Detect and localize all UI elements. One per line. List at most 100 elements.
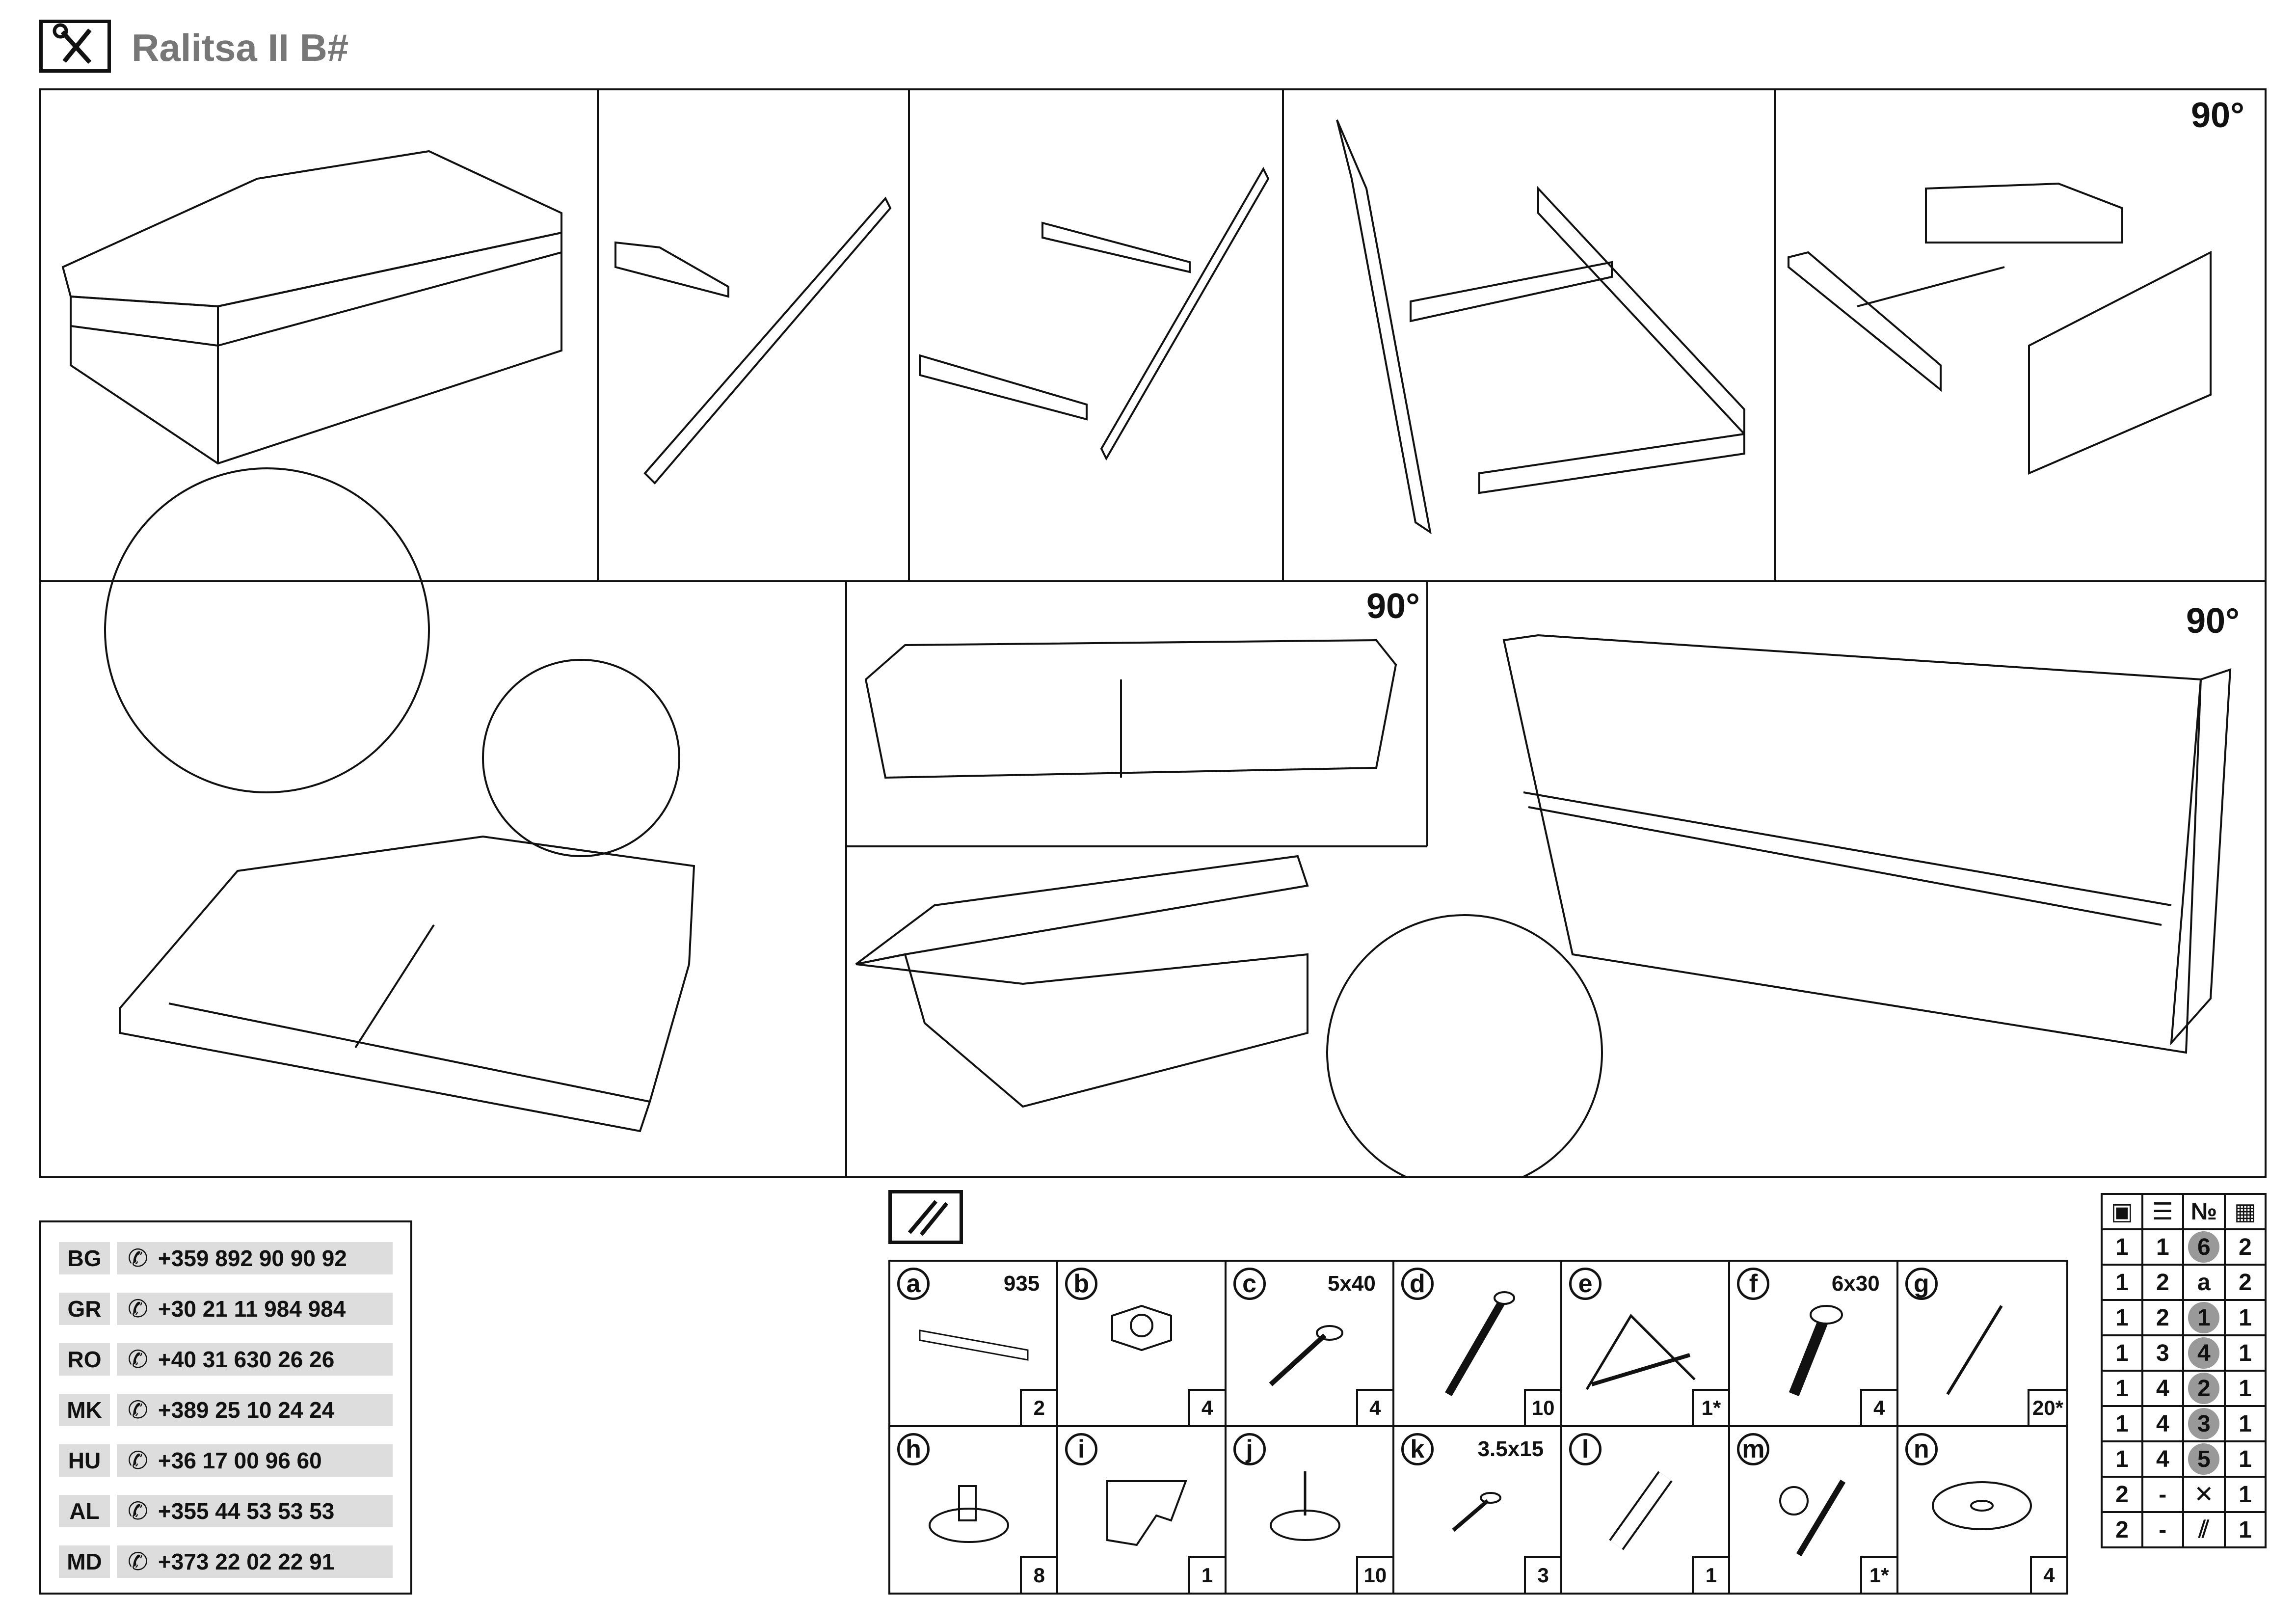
phone-number: +355 44 53 53 53 bbox=[158, 1498, 335, 1524]
part-f: f 6x30 4 bbox=[1730, 1262, 1898, 1427]
country-code: GR bbox=[59, 1293, 110, 1325]
part-g: g 20* bbox=[1898, 1262, 2066, 1427]
dowel-icon bbox=[1609, 1471, 1673, 1550]
country-code: BG bbox=[59, 1242, 110, 1274]
rotate-90-label: 90° bbox=[2186, 601, 2240, 641]
step-9-panels bbox=[1502, 634, 2232, 1054]
package-box: 3 bbox=[2141, 1334, 2184, 1372]
step-2-panels bbox=[614, 196, 892, 485]
package-box: 2 bbox=[2141, 1264, 2184, 1301]
hardware-icon bbox=[888, 1190, 963, 1244]
package-item: 6 bbox=[2182, 1228, 2226, 1266]
part-letter: n bbox=[1905, 1433, 1938, 1465]
step-6-frame bbox=[104, 467, 695, 1133]
part-quantity: 1 bbox=[1188, 1556, 1225, 1593]
parts-list: a 935 2 b 4 c 5x40 4 d 10 e 1* f 6x30 4 … bbox=[888, 1260, 2068, 1595]
step-7-lid bbox=[864, 639, 1397, 779]
package-number: 1 bbox=[2101, 1440, 2143, 1478]
package-row: 2 - ✕ 1 bbox=[2101, 1476, 2267, 1513]
part-quantity: 1 bbox=[1692, 1556, 1729, 1593]
panel-number: 6 bbox=[2188, 1231, 2220, 1263]
count-icon: ▦ bbox=[2224, 1193, 2267, 1230]
contacts-table: BG ✆+359 892 90 90 92 GR ✆+30 21 11 984 … bbox=[39, 1220, 412, 1595]
tools-icon: ✕ bbox=[2182, 1476, 2226, 1513]
phone-number: +373 22 02 22 91 bbox=[158, 1549, 335, 1574]
part-quantity: 4 bbox=[2029, 1556, 2066, 1593]
package-number: 1 bbox=[2101, 1299, 2143, 1336]
part-quantity: 10 bbox=[1524, 1389, 1561, 1425]
part-quantity: 10 bbox=[1356, 1556, 1392, 1593]
package-box: 4 bbox=[2141, 1370, 2184, 1407]
package-row: 1 4 2 1 bbox=[2101, 1370, 2267, 1407]
small-screw-icon bbox=[1452, 1492, 1501, 1532]
package-row: 1 2 1 1 bbox=[2101, 1299, 2267, 1336]
part-k: k 3.5x15 3 bbox=[1394, 1427, 1563, 1593]
package-number: 2 bbox=[2101, 1511, 2143, 1548]
part-letter: g bbox=[1905, 1268, 1938, 1300]
packages-table: ▣ ☰ № ▦ 1 1 6 2 1 2 a 2 1 2 1 1 1 3 4 1 … bbox=[2101, 1193, 2267, 1548]
package-count: 1 bbox=[2224, 1511, 2267, 1548]
phone-field: ✆+30 21 11 984 984 bbox=[117, 1293, 393, 1325]
confirmat-screw-icon bbox=[1444, 1291, 1515, 1397]
package-item: 1 bbox=[2182, 1299, 2226, 1336]
part-quantity: 4 bbox=[1188, 1389, 1225, 1425]
carriage-bolt-icon bbox=[1789, 1305, 1843, 1397]
package-number: 1 bbox=[2101, 1228, 2143, 1266]
box-icon: ▣ bbox=[2101, 1193, 2143, 1230]
package-count: 1 bbox=[2224, 1405, 2267, 1442]
stack-icon: ☰ bbox=[2141, 1193, 2184, 1230]
country-code: MD bbox=[59, 1545, 110, 1578]
part-letter: c bbox=[1233, 1268, 1266, 1300]
part-quantity: 20* bbox=[2027, 1389, 2066, 1425]
part-size: 3.5x15 bbox=[1477, 1437, 1544, 1461]
package-count: 1 bbox=[2224, 1334, 2267, 1372]
package-box: 4 bbox=[2141, 1405, 2184, 1442]
part-a: a 935 2 bbox=[890, 1262, 1059, 1427]
contact-row: MK ✆+389 25 10 24 24 bbox=[59, 1394, 393, 1426]
panel-number: 3 bbox=[2188, 1408, 2220, 1439]
package-count: 2 bbox=[2224, 1228, 2267, 1266]
package-row: 1 3 4 1 bbox=[2101, 1334, 2267, 1372]
package-item: 2 bbox=[2182, 1370, 2226, 1407]
panel-number: 2 bbox=[2188, 1373, 2220, 1404]
package-row: 1 4 5 1 bbox=[2101, 1440, 2267, 1478]
package-count: 1 bbox=[2224, 1440, 2267, 1478]
phone-icon: ✆ bbox=[128, 1548, 148, 1575]
package-count: 1 bbox=[2224, 1370, 2267, 1407]
part-letter: k bbox=[1401, 1433, 1434, 1465]
part-size: 6x30 bbox=[1831, 1272, 1880, 1296]
part-letter: l bbox=[1569, 1433, 1602, 1465]
hex-nut-icon bbox=[1111, 1304, 1173, 1352]
part-letter: a bbox=[897, 1268, 930, 1300]
contact-row: MD ✆ +373 22 02 22 91 bbox=[59, 1545, 393, 1578]
package-item: 3 bbox=[2182, 1405, 2226, 1442]
corner-bracket-icon bbox=[1106, 1480, 1188, 1546]
phone-icon: ✆ bbox=[128, 1295, 148, 1323]
part-quantity: 4 bbox=[1356, 1389, 1392, 1425]
part-c: c 5x40 4 bbox=[1226, 1262, 1394, 1427]
phone-field: ✆+40 31 630 26 26 bbox=[117, 1343, 393, 1376]
contact-row: HU ✆+36 17 00 96 60 bbox=[59, 1444, 393, 1477]
phone-number: +40 31 630 26 26 bbox=[158, 1347, 335, 1372]
package-row: 1 4 3 1 bbox=[2101, 1405, 2267, 1442]
part-quantity: 8 bbox=[1020, 1556, 1057, 1593]
step-8-bed-open bbox=[855, 855, 1603, 1176]
part-n: n 4 bbox=[1898, 1427, 2066, 1593]
part-quantity: 1* bbox=[1692, 1389, 1729, 1425]
package-number: 1 bbox=[2101, 1264, 2143, 1301]
panel-number: 1 bbox=[2188, 1302, 2220, 1333]
part-letter: b bbox=[1065, 1268, 1098, 1300]
package-item: a bbox=[2182, 1264, 2226, 1301]
plastic-foot-icon bbox=[929, 1485, 1009, 1543]
package-box: - bbox=[2141, 1511, 2184, 1548]
assembly-diagram: 90° 90° 90° bbox=[39, 88, 2267, 1178]
lift-mechanism-icon bbox=[1585, 1313, 1696, 1390]
part-letter: i bbox=[1065, 1433, 1098, 1465]
phone-number: +36 17 00 96 60 bbox=[158, 1448, 322, 1473]
package-number: 2 bbox=[2101, 1476, 2143, 1513]
cam-lock-icon bbox=[1779, 1479, 1846, 1557]
part-quantity: 3 bbox=[1524, 1556, 1561, 1593]
part-h: h 8 bbox=[890, 1427, 1059, 1593]
package-row: 1 2 a 2 bbox=[2101, 1264, 2267, 1301]
step-4-frame bbox=[1336, 119, 1745, 535]
